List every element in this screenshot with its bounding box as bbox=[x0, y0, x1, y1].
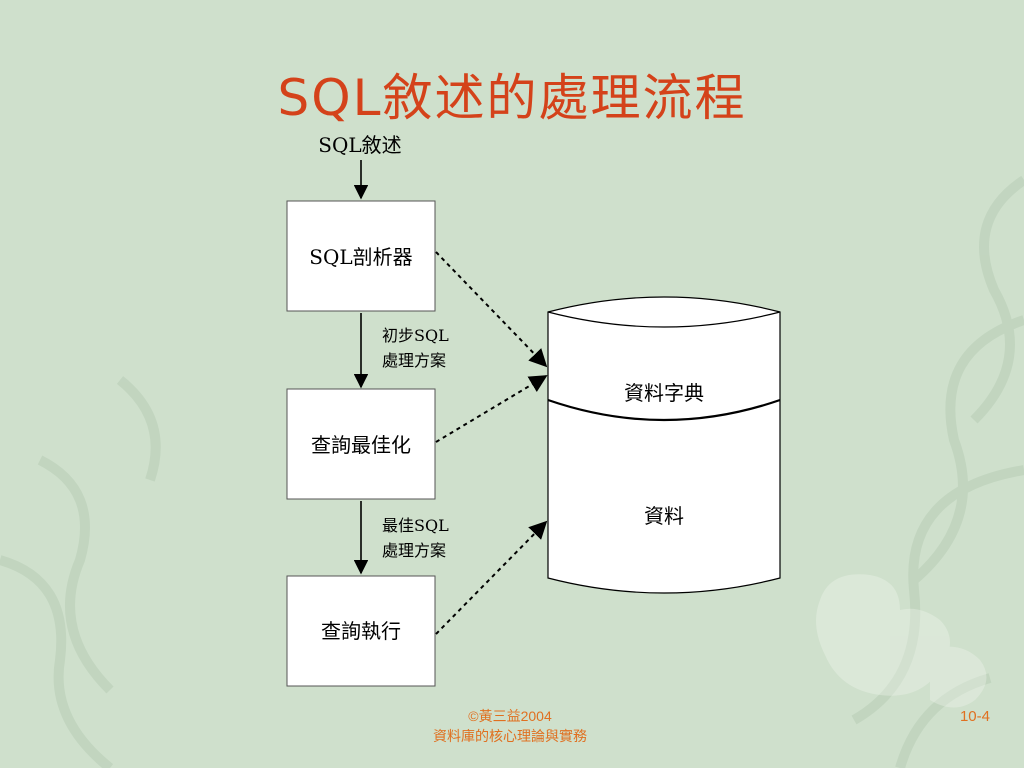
optimizer-to-dictionary-arrow bbox=[435, 375, 548, 443]
input-label: SQL敘述 bbox=[318, 133, 401, 157]
database-divider bbox=[547, 398, 781, 422]
footer-copyright: ©黃三益2004 bbox=[468, 708, 552, 724]
footer-book-title: 資料庫的核心理論與實務 bbox=[433, 728, 587, 744]
data-dictionary-label: 資料字典 bbox=[624, 381, 704, 405]
executor-node: 查詢執行 bbox=[286, 575, 436, 687]
executor-label: 查詢執行 bbox=[321, 619, 401, 643]
edge-label-best-line1: 最佳SQL bbox=[382, 516, 449, 535]
edge-label-initial-line2: 處理方案 bbox=[382, 351, 446, 370]
parser-to-dictionary-arrow bbox=[435, 251, 548, 368]
dragon-emblem-icon bbox=[816, 574, 987, 708]
parser-label: SQL剖析器 bbox=[309, 245, 412, 269]
optimizer-label: 查詢最佳化 bbox=[311, 433, 411, 457]
edge-label-best-line2: 處理方案 bbox=[382, 541, 446, 560]
edge-label-initial-line1: 初步SQL bbox=[382, 326, 449, 345]
executor-to-data-arrow bbox=[435, 520, 548, 635]
optimizer-node: 查詢最佳化 bbox=[286, 388, 436, 500]
page-number: 10-4 bbox=[959, 708, 990, 725]
database-cylinder: 資料字典 資料 bbox=[547, 296, 781, 594]
data-label: 資料 bbox=[644, 504, 684, 528]
parser-node: SQL剖析器 bbox=[286, 200, 436, 312]
footer: ©黃三益2004 資料庫的核心理論與實務 bbox=[390, 706, 630, 746]
slide-title: SQL敘述的處理流程 bbox=[277, 69, 747, 127]
